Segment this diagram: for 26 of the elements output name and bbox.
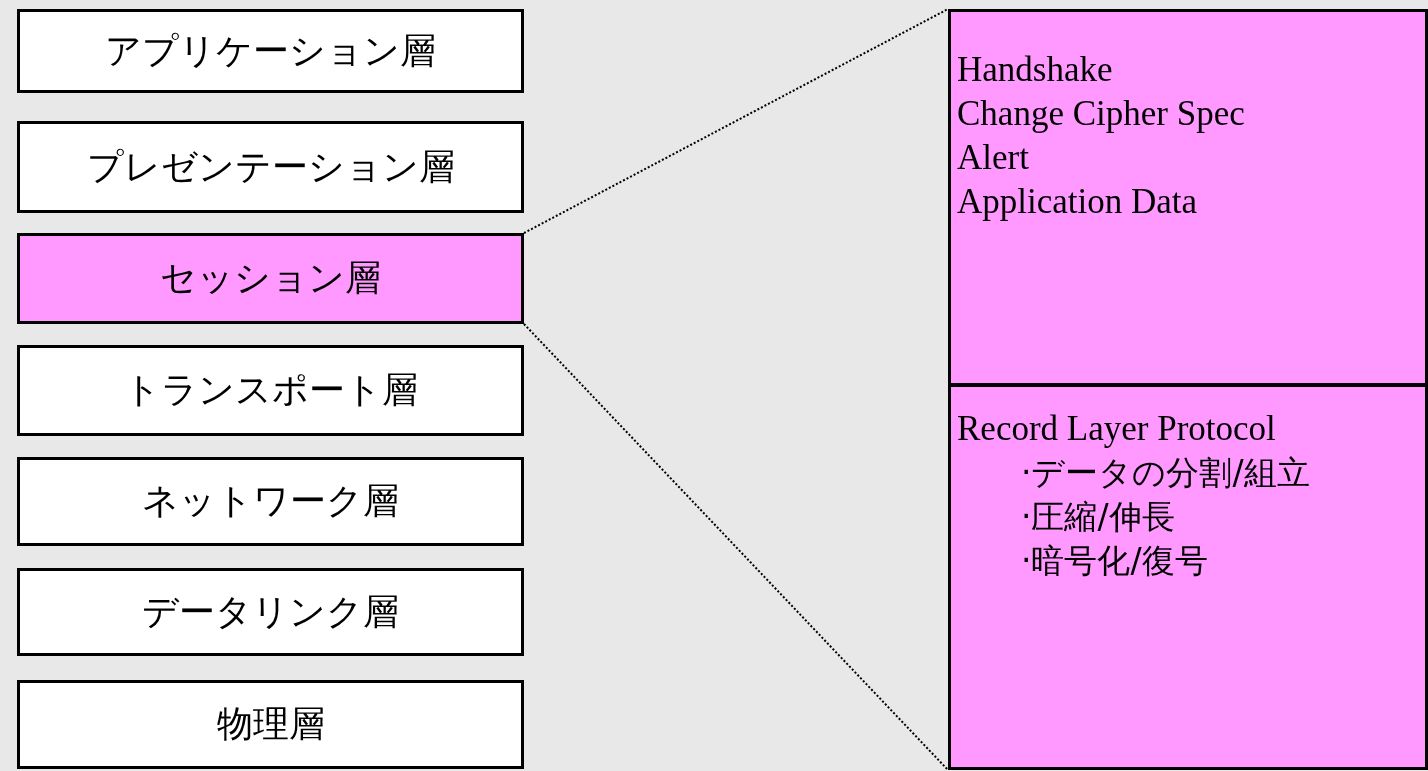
layer-box [17, 9, 524, 93]
protocol-label: Change Cipher Spec [957, 93, 1246, 135]
layer-label: アプリケーション層 [105, 28, 436, 73]
layer-label: ネットワーク層 [142, 479, 399, 523]
bullet-item: ·データの分割/組立 [1020, 452, 1311, 494]
bullet-item: ·圧縮/伸長 [1020, 496, 1176, 538]
layer-box [17, 233, 524, 324]
layer-label: 物理層 [216, 702, 325, 746]
protocol-label: Record Layer Protocol [957, 408, 1277, 450]
protocol-box [948, 384, 1428, 770]
protocol-label: Application Data [957, 181, 1199, 223]
layer-box [17, 121, 524, 213]
layer-box [17, 680, 524, 769]
layer-label: トランスポート層 [123, 368, 418, 412]
layer-label: プレゼンテーション層 [86, 144, 455, 189]
layer-label: データリンク層 [142, 589, 399, 634]
layer-box [17, 568, 524, 656]
zoom-line [523, 8, 949, 234]
protocol-label: Alert [957, 137, 1030, 179]
zoom-line [523, 323, 949, 771]
protocol-label: Handshake [957, 49, 1114, 91]
layer-label: セッション層 [160, 256, 381, 300]
layer-box [17, 457, 524, 546]
bullet-item: ·暗号化/復号 [1020, 540, 1209, 582]
layer-box [17, 345, 524, 436]
protocol-box [948, 9, 1428, 386]
